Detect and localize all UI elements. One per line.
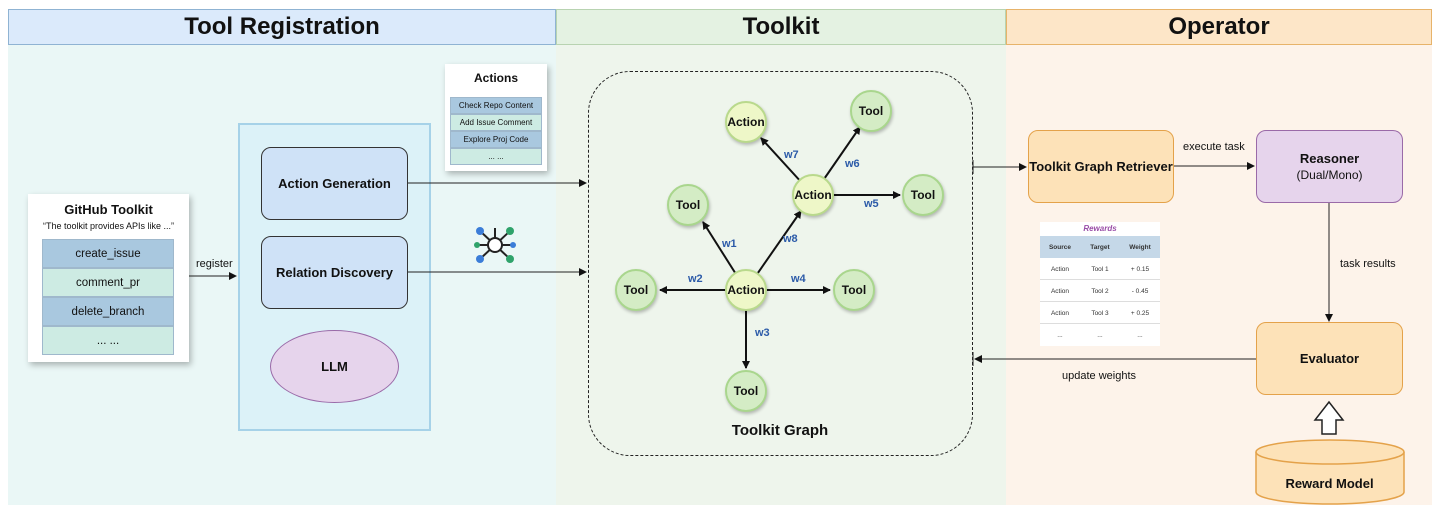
api-item: delete_branch <box>42 297 174 326</box>
relation-discovery-box: Relation Discovery <box>261 236 408 309</box>
edge-weight-label: w8 <box>783 233 798 245</box>
edge-weight-label: w4 <box>791 273 806 285</box>
api-item: ... ... <box>42 326 174 355</box>
register-label: register <box>196 258 233 270</box>
edge-weight-label: w5 <box>864 198 879 210</box>
github-toolkit-title: GitHub Toolkit <box>64 202 153 217</box>
graph-node-tool: Tool <box>833 269 875 311</box>
reasoner-box: Reasoner (Dual/Mono) <box>1256 130 1403 203</box>
rewards-header-row: Source Target Weight <box>1040 236 1160 258</box>
action-item: Add Issue Comment <box>450 114 542 131</box>
edge-weight-label: w1 <box>722 238 737 250</box>
toolkit-graph-retriever-box: Toolkit Graph Retriever <box>1028 130 1174 203</box>
task-results-label: task results <box>1340 258 1396 270</box>
rewards-header: Weight <box>1129 243 1151 251</box>
graph-node-tool: Tool <box>615 269 657 311</box>
rewards-row: Action Tool 1 + 0.15 <box>1040 259 1160 280</box>
graph-node-tool: Tool <box>667 184 709 226</box>
rewards-table: Rewards Source Target Weight Action Tool… <box>1040 222 1160 346</box>
rewards-header: Source <box>1048 243 1072 251</box>
reasoner-title: Reasoner <box>1299 151 1360 166</box>
edge-weight-label: w6 <box>845 158 860 170</box>
rewards-row: Action Tool 2 - 0.45 <box>1040 281 1160 302</box>
reward-model-label: Reward Model <box>1285 476 1374 491</box>
action-generation-box: Action Generation <box>261 147 408 220</box>
operator-title: Operator <box>1006 9 1432 45</box>
action-item: ... ... <box>450 148 542 165</box>
graph-node-tool: Tool <box>902 174 944 216</box>
graph-network-icon <box>474 227 516 263</box>
rewards-header: Target <box>1090 243 1110 251</box>
api-item: create_issue <box>42 239 174 268</box>
llm-ellipse: LLM <box>270 330 399 403</box>
rewards-row: Action Tool 3 + 0.25 <box>1040 303 1160 324</box>
graph-node-action: Action <box>725 269 767 311</box>
edge-weight-label: w2 <box>688 273 703 285</box>
toolkit-graph-container <box>588 71 973 456</box>
graph-node-action: Action <box>792 174 834 216</box>
github-toolkit-subtitle: “The toolkit provides APIs like ...” <box>42 221 175 231</box>
rewards-row: ... ... ... <box>1057 332 1143 339</box>
actions-title: Actions <box>473 71 518 85</box>
action-item: Check Repo Content <box>450 97 542 114</box>
graph-node-tool: Tool <box>725 370 767 412</box>
execute-task-label: execute task <box>1183 141 1245 153</box>
github-toolkit-card: GitHub Toolkit “The toolkit provides API… <box>28 194 189 362</box>
edge-weight-label: w7 <box>784 149 799 161</box>
tool-registration-title: Tool Registration <box>8 9 556 45</box>
toolkit-graph-label: Toolkit Graph <box>731 422 829 439</box>
graph-node-tool: Tool <box>850 90 892 132</box>
actions-card: Actions Check Repo Content Add Issue Com… <box>445 64 547 171</box>
reward-model-cylinder <box>1255 439 1405 505</box>
edge-weight-label: w3 <box>755 327 770 339</box>
update-weights-label: update weights <box>1062 370 1136 382</box>
api-item: comment_pr <box>42 268 174 297</box>
toolkit-title: Toolkit <box>556 9 1006 45</box>
action-item: Explore Proj Code <box>450 131 542 148</box>
graph-node-action: Action <box>725 101 767 143</box>
evaluator-box: Evaluator <box>1256 322 1403 395</box>
rewards-title: Rewards <box>1083 224 1117 233</box>
reasoner-subtitle: (Dual/Mono) <box>1296 168 1363 182</box>
